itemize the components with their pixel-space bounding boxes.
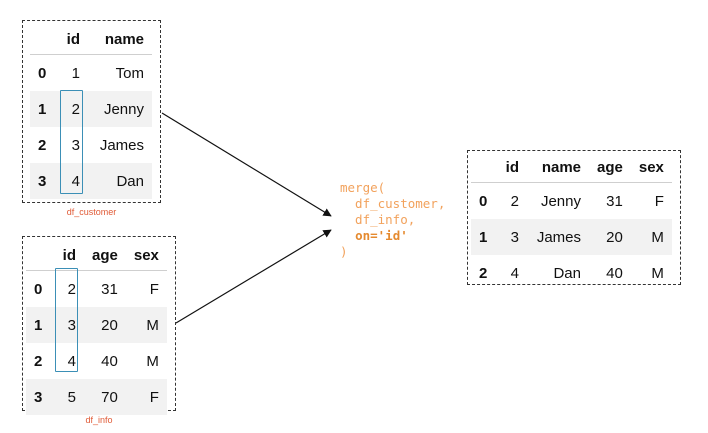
- result-table: id name age sex 0 2 Jenny 31 F 1 3 James…: [471, 152, 672, 291]
- cell-id: 4: [510, 264, 519, 282]
- row-index: 1: [471, 219, 497, 255]
- row-index: 2: [479, 264, 488, 282]
- code-line-2: df_customer,: [340, 196, 446, 211]
- cell-id: 5: [54, 379, 84, 415]
- cell-id: 2: [510, 192, 519, 210]
- row-index: 0: [34, 280, 43, 298]
- row-index: 3: [26, 379, 54, 415]
- code-line-3: df_info,: [340, 212, 416, 227]
- cell-id: 2: [67, 280, 76, 298]
- df-customer-header-row: id name: [30, 24, 152, 55]
- cell-name: Dan: [88, 163, 152, 199]
- column-header-sex: sex: [125, 240, 167, 271]
- index-header: [26, 240, 54, 271]
- cell-sex: M: [146, 352, 159, 370]
- code-line-1: merge(: [340, 180, 386, 195]
- cell-name: Dan: [553, 264, 581, 282]
- cell-sex: F: [654, 192, 664, 210]
- cell-id: 3: [54, 307, 84, 343]
- cell-age: 31: [101, 280, 118, 298]
- table-row: 2 4 40 M: [26, 343, 167, 379]
- cell-id: 4: [67, 352, 76, 370]
- cell-age: 20: [589, 219, 631, 255]
- row-index: 2: [38, 136, 47, 154]
- row-index: 3: [30, 163, 58, 199]
- cell-id: 1: [71, 64, 80, 82]
- table-row: 1 3 20 M: [26, 307, 167, 343]
- column-header-name: name: [88, 24, 152, 55]
- cell-name: Jenny: [88, 91, 152, 127]
- table-row: 1 2 Jenny: [30, 91, 152, 127]
- df-customer-table: id name 0 1 Tom 1 2 Jenny 2 3 James 3 4 …: [30, 24, 152, 199]
- code-line-4-keyword-arg: on='id': [355, 228, 408, 243]
- table-row: 1 3 James 20 M: [471, 219, 672, 255]
- cell-id: 3: [497, 219, 527, 255]
- cell-sex: M: [651, 264, 664, 282]
- code-line-5: ): [340, 244, 348, 259]
- table-row: 2 4 Dan 40 M: [471, 255, 672, 291]
- df-info-id-highlight: [55, 268, 78, 372]
- cell-sex: F: [125, 379, 167, 415]
- cell-name: James: [527, 219, 589, 255]
- cell-sex: M: [630, 219, 672, 255]
- index-header: [30, 24, 58, 55]
- cell-sex: F: [149, 280, 159, 298]
- cell-age: 70: [84, 379, 126, 415]
- cell-id: 3: [71, 136, 80, 154]
- column-header-age: age: [84, 240, 126, 271]
- cell-name: Tom: [115, 64, 144, 82]
- cell-name: Jenny: [540, 192, 581, 210]
- merge-code: merge( df_customer, df_info, on='id' ): [340, 180, 445, 260]
- column-header-age: age: [589, 152, 631, 183]
- column-header-id: id: [54, 240, 84, 271]
- df-customer-caption: df_customer: [66, 207, 117, 217]
- table-row: 0 2 Jenny 31 F: [471, 183, 672, 220]
- cell-sex: M: [125, 307, 167, 343]
- row-index: 0: [38, 64, 47, 82]
- table-row: 3 5 70 F: [26, 379, 167, 415]
- result-header-row: id name age sex: [471, 152, 672, 183]
- column-header-id: id: [497, 152, 527, 183]
- cell-age: 31: [606, 192, 623, 210]
- df-info-table: id age sex 0 2 31 F 1 3 20 M 2 4 40 M 3 …: [26, 240, 167, 415]
- row-index: 0: [479, 192, 488, 210]
- column-header-name: name: [527, 152, 589, 183]
- cell-id: 2: [58, 91, 88, 127]
- df-info-caption: df_info: [85, 415, 113, 425]
- arrow-from-df-customer: [161, 112, 332, 217]
- index-header: [471, 152, 497, 183]
- row-index: 1: [26, 307, 54, 343]
- table-row: 0 1 Tom: [30, 55, 152, 92]
- column-header-sex: sex: [630, 152, 672, 183]
- row-index: 2: [34, 352, 43, 370]
- cell-age: 40: [606, 264, 623, 282]
- cell-name: James: [99, 136, 144, 154]
- cell-age: 40: [101, 352, 118, 370]
- table-row: 0 2 31 F: [26, 271, 167, 308]
- row-index: 1: [30, 91, 58, 127]
- column-header-id: id: [58, 24, 88, 55]
- cell-age: 20: [84, 307, 126, 343]
- table-row: 2 3 James: [30, 127, 152, 163]
- table-row: 3 4 Dan: [30, 163, 152, 199]
- df-customer-id-highlight: [60, 90, 83, 194]
- df-info-header-row: id age sex: [26, 240, 167, 271]
- arrow-from-df-info: [175, 229, 332, 324]
